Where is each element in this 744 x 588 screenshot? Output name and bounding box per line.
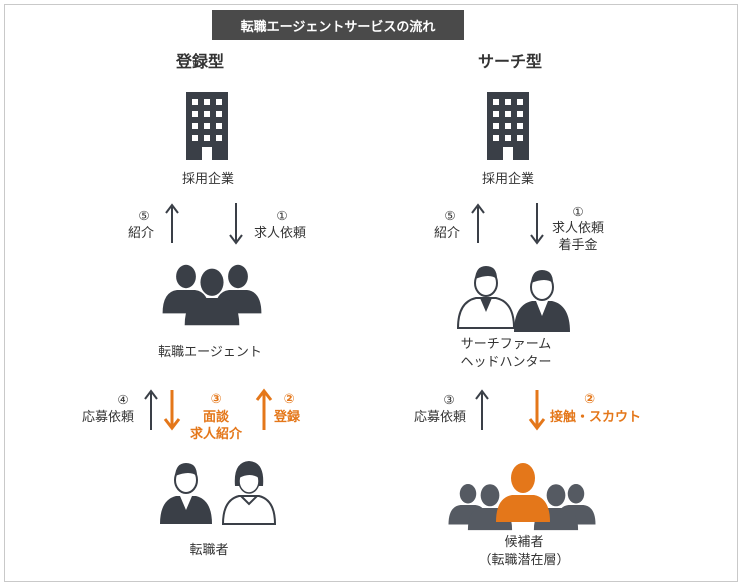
right-building-icon [487,92,529,160]
job-seeker-icon [160,461,277,525]
left-company-label: 採用企業 [181,172,234,187]
left-heading: 登録型 [176,52,225,71]
left-building-icon [186,92,228,160]
right-company-label: 採用企業 [481,172,534,187]
left-arrow-3-down [163,390,181,431]
right-step5-label: 紹介 [434,226,461,241]
diagram-title: 転職エージェントサービスの流れ [240,19,436,35]
left-arrow-1-down [229,203,243,245]
agent-group-icon [162,264,262,326]
left-step4-label: 応募依頼 [82,410,135,425]
job-seeker-label: 転職者 [189,543,229,558]
search-firm-label: サーチファーム [460,337,552,352]
right-step1-line2: 着手金 [558,238,598,253]
candidate-sublabel: （転職潜在層） [478,553,570,568]
left-step2-label: 登録 [274,410,301,425]
right-heading: サーチ型 [478,52,543,71]
headhunter-label: ヘッドハンター [460,355,552,370]
right-step1-line1: 求人依頼 [551,221,604,236]
diagram-title-bar: 転職エージェントサービスの流れ [206,10,464,40]
candidate-label: 候補者 [504,535,544,550]
right-arrow-5-up [471,203,485,243]
right-arrow-2-down [528,390,546,431]
right-step3-label: 応募依頼 [414,410,467,425]
right-step3-num: ③ [443,392,455,407]
left-arrow-5-up [165,203,179,243]
left-arrow-4-up [144,389,158,430]
left-step3-line1: 面談 [202,410,229,425]
left-step4-num: ④ [117,392,129,407]
headhunter-icon [456,266,570,332]
left-arrow-2-up [255,388,273,430]
right-arrow-3-up [475,389,489,430]
left-step3-num: ③ [210,392,222,407]
left-step1-num: ① [276,208,288,223]
right-step1-num: ① [572,204,584,219]
left-step5-label: 紹介 [128,226,155,241]
title-bar-tab [206,10,212,40]
left-step3-line2: 求人紹介 [189,427,242,442]
left-step5-num: ⑤ [138,208,150,223]
right-step5-num: ⑤ [444,208,456,223]
right-step2-num: ② [584,392,596,407]
left-step1-label: 求人依頼 [254,226,307,241]
right-step2-label: 接触・スカウト [550,410,642,425]
left-step2-num: ② [283,392,295,407]
diagram-frame [4,4,738,582]
agent-label: 転職エージェント [158,345,262,360]
right-arrow-1-down [530,203,544,245]
candidate-crowd-icon [448,463,596,531]
highlighted-candidate-icon [496,463,550,522]
